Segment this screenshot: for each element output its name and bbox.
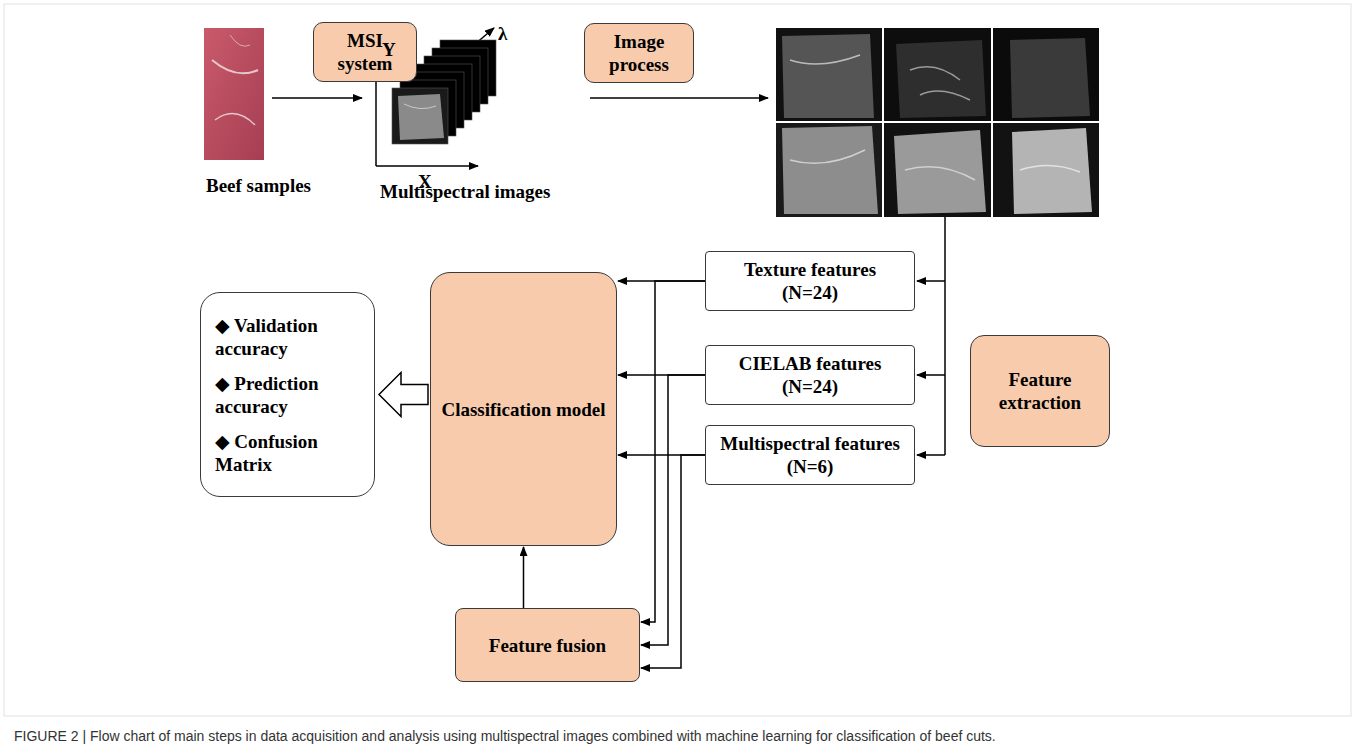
- beef-photo: [204, 28, 264, 160]
- flow-connector: [641, 375, 705, 645]
- diagram-label: Y: [382, 38, 396, 61]
- process-box: Feature extraction: [970, 335, 1110, 447]
- feature-box: Multispectral features (N=6): [705, 425, 915, 485]
- node-text: ◆ Prediction accuracy: [215, 372, 360, 418]
- node-text: CIELAB features (N=24): [714, 352, 906, 398]
- process-box: Image process: [584, 23, 694, 83]
- figure-frame: [4, 4, 1351, 716]
- node-text: ◆ Validation accuracy: [215, 314, 360, 360]
- figure-caption: FIGURE 2 | Flow chart of main steps in d…: [14, 727, 1344, 745]
- flow-connector: [641, 281, 705, 622]
- node-text: Feature extraction: [979, 368, 1101, 414]
- feature-box: Texture features (N=24): [705, 251, 915, 311]
- flow-arrow: [272, 97, 362, 99]
- block-arrow: [379, 373, 428, 417]
- flow-arrow: [590, 97, 768, 99]
- image-stack: [376, 28, 496, 166]
- diagram-label: Multispectral images: [380, 180, 550, 203]
- node-text: Classification model: [441, 398, 605, 421]
- model-box: Classification model: [430, 272, 617, 546]
- flow-connector: [523, 547, 525, 608]
- node-text: Multispectral features (N=6): [714, 432, 906, 478]
- diagram-label: Beef samples: [206, 174, 311, 197]
- distribution-lines: [917, 217, 945, 455]
- process-box: Feature fusion: [455, 608, 640, 682]
- node-text: Feature fusion: [489, 634, 606, 657]
- diagram-label: λ: [498, 22, 507, 45]
- process-box: MSI system: [313, 22, 417, 82]
- image-grid: [776, 28, 1099, 217]
- feature-box: CIELAB features (N=24): [705, 345, 915, 405]
- node-text: Image process: [593, 30, 685, 76]
- node-text: ◆ Confusion Matrix: [215, 430, 360, 476]
- node-text: Texture features (N=24): [714, 258, 906, 304]
- flow-connector: [641, 455, 705, 668]
- results-box: ◆ Validation accuracy ◆ Prediction accura…: [200, 292, 375, 497]
